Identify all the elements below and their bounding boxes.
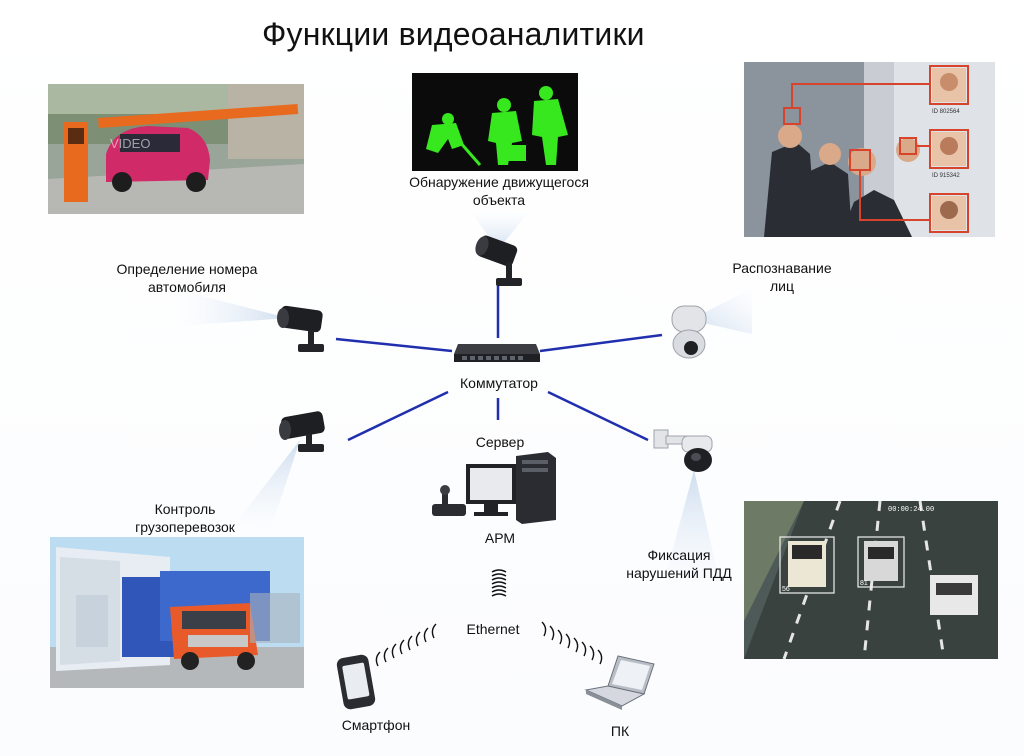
photo-traffic-violation: 00:00:24.00 56 81 [744, 501, 998, 659]
smartphone-icon [336, 654, 378, 712]
photo-cargo-control [50, 537, 304, 688]
link-traffic [548, 392, 648, 440]
label-plate-recognition: Определение номера автомобиля [92, 260, 282, 296]
photo-face-recognition: ID 802564 ID 915342 [744, 62, 995, 237]
label-traffic-violation: Фиксация нарушений ПДД [614, 546, 744, 582]
wifi-waves-icon [372, 622, 444, 668]
monitor-icon [466, 464, 516, 516]
label-face-recognition: Распознавание лиц [722, 259, 842, 295]
label-switch: Коммутатор [440, 374, 558, 392]
bullet-camera-icon [276, 408, 336, 456]
laptop-icon [582, 650, 662, 712]
label-pc: ПК [600, 722, 640, 740]
bullet-camera-icon [472, 232, 532, 290]
label-cargo-control: Контроль грузоперевозок [112, 500, 258, 536]
face-id-1: ID 802564 [932, 109, 960, 115]
link-face [540, 335, 662, 351]
link-plate [336, 339, 452, 351]
photo-parking-barrier: VIDEO [48, 84, 304, 214]
dome-camera-icon [652, 426, 722, 476]
link-cargo [348, 392, 448, 440]
traffic-car-id-1: 56 [782, 586, 790, 593]
traffic-car-id-2: 81 [860, 580, 868, 587]
label-server: Сервер [460, 433, 540, 451]
wifi-waves-icon [484, 564, 514, 604]
traffic-timestamp: 00:00:24.00 [888, 506, 934, 514]
face-id-2: ID 915342 [932, 173, 960, 179]
label-motion-detection: Обнаружение движущегося объекта [384, 173, 614, 209]
watermark-text: VIDEO [110, 136, 150, 151]
bullet-camera-icon [274, 302, 334, 360]
server-workstation-group [430, 450, 560, 526]
label-smartphone: Смартфон [326, 716, 426, 734]
server-tower-icon [516, 452, 556, 524]
photo-thermal-motion [412, 73, 578, 171]
network-switch-icon [452, 338, 542, 366]
joystick-icon [432, 485, 466, 516]
dome-camera-icon [664, 300, 714, 362]
label-ethernet: Ethernet [448, 620, 538, 638]
label-workstation: АРМ [460, 529, 540, 547]
